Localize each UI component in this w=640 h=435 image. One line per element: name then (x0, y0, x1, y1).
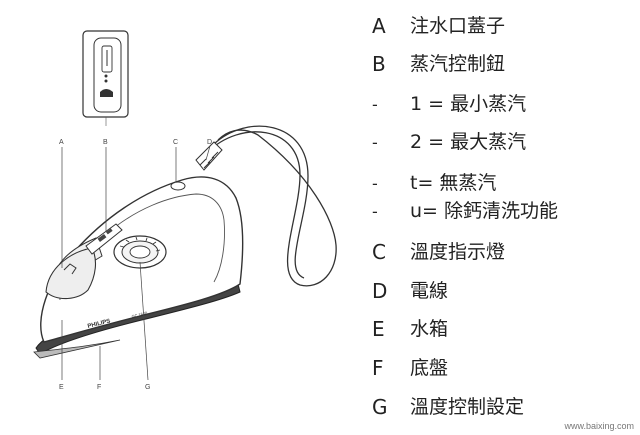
legend-row: A 注水口蓋子 (372, 16, 505, 36)
iron-body: PHILIPS GC 1620 (40, 176, 244, 343)
legend-key: - (372, 132, 378, 152)
legend-row: G 溫度控制設定 (372, 397, 524, 417)
power-cord (195, 125, 337, 287)
legend-text: 電線 (410, 279, 449, 302)
brand-label: PHILIPS (87, 318, 111, 329)
legend-key: - (372, 201, 378, 221)
legend-row: - 2 = 最大蒸汽 (372, 133, 526, 152)
steam-control-inset (82, 30, 129, 126)
legend-row: - u= 除鈣清洗功能 (372, 202, 558, 221)
legend-row: D 電線 (372, 281, 448, 301)
callout-g: G (145, 384, 150, 391)
watermark: www.baixing.com (564, 421, 634, 431)
legend-text: t= 無蒸汽 (410, 172, 497, 194)
legend-key: - (372, 173, 378, 193)
legend-text: 水箱 (410, 317, 449, 340)
callout-f: F (97, 384, 101, 391)
legend-text: 蒸汽控制鈕 (410, 52, 506, 75)
legend-row: F 底盤 (372, 358, 448, 378)
callout-c: C (173, 139, 178, 146)
legend-row: B 蒸汽控制鈕 (372, 54, 505, 74)
legend-row: - t= 無蒸汽 (372, 174, 496, 193)
legend-key: A (372, 14, 386, 38)
callout-d: D (207, 139, 212, 146)
legend-key: E (372, 317, 385, 341)
legend-key: C (372, 240, 386, 264)
legend-key: - (372, 94, 378, 114)
legend-key: B (372, 52, 386, 76)
callout-b: B (103, 139, 108, 146)
legend-row: E 水箱 (372, 319, 448, 339)
steam-iron-diagram: PHILIPS GC 1620 A B C D E F G (33, 30, 337, 391)
legend-text: 注水口蓋子 (410, 14, 506, 37)
legend-row: - 1 = 最小蒸汽 (372, 95, 526, 114)
legend-key: D (372, 279, 388, 303)
callout-lines (61, 145, 211, 381)
legend-text: 1 = 最小蒸汽 (410, 93, 527, 115)
legend-key: G (372, 395, 388, 419)
legend-text: 溫度指示燈 (410, 240, 506, 263)
model-label: GC 1620 (131, 310, 148, 319)
legend-row: C 溫度指示燈 (372, 242, 505, 262)
callout-a: A (59, 139, 64, 146)
legend-text: 底盤 (410, 356, 449, 379)
legend-text: u= 除鈣清洗功能 (410, 200, 559, 222)
legend-key: F (372, 356, 384, 380)
legend-text: 2 = 最大蒸汽 (410, 131, 527, 153)
legend-text: 溫度控制設定 (410, 395, 525, 418)
callout-e: E (59, 384, 64, 391)
